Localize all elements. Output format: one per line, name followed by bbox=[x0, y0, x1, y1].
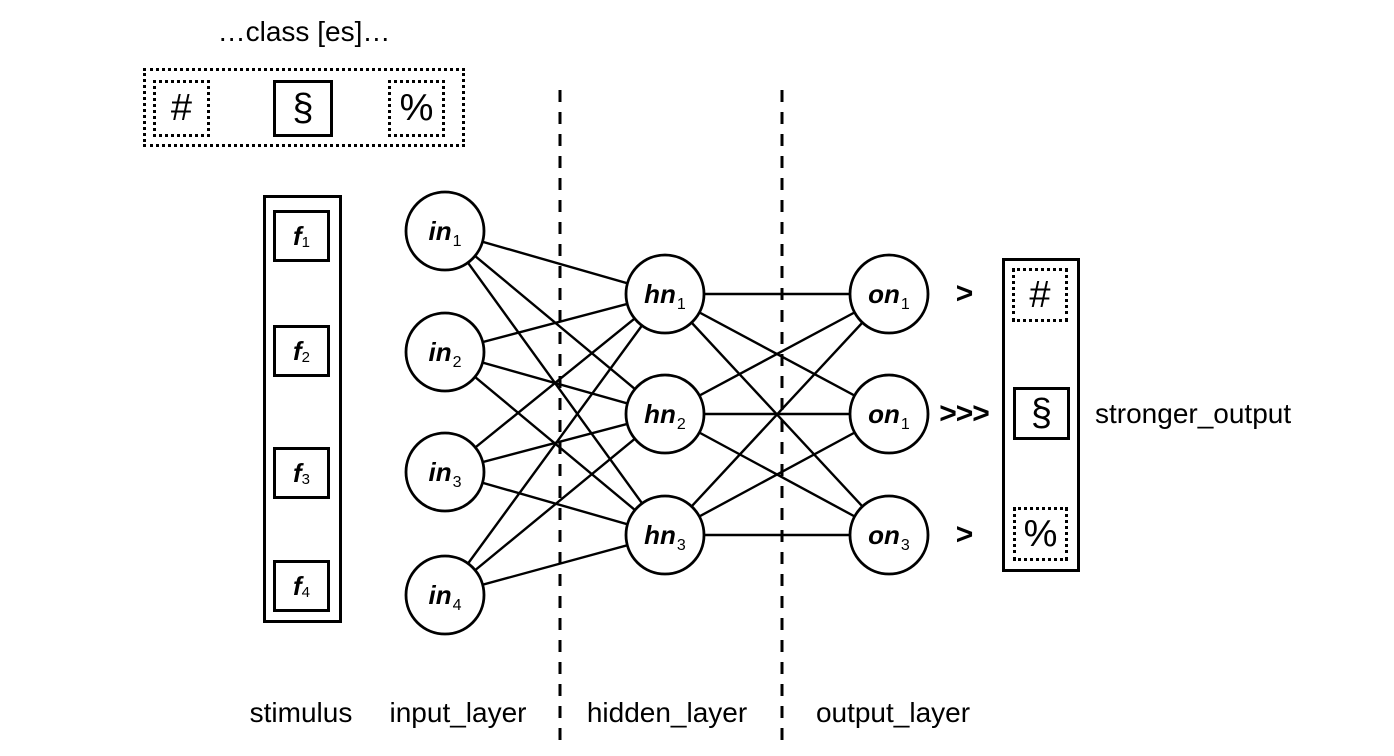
feature-label: f bbox=[292, 457, 302, 488]
network-edge bbox=[444, 413, 666, 596]
label-stimulus: stimulus bbox=[249, 697, 353, 728]
output-arrow-weak-1: > bbox=[955, 277, 974, 310]
network-edge bbox=[664, 412, 890, 537]
node-label-on3: on3 bbox=[868, 520, 910, 554]
label-input-layer: input_layer bbox=[389, 697, 527, 728]
node-hn3 bbox=[624, 494, 706, 576]
node-hn2 bbox=[624, 373, 706, 455]
label-hidden-layer: hidden_layer bbox=[586, 697, 748, 728]
classes-panel: # § % bbox=[143, 68, 465, 147]
network-edge bbox=[664, 292, 890, 416]
output-symbol-section: § bbox=[1013, 387, 1070, 440]
node-label-on1: on1 bbox=[868, 279, 910, 313]
node-label-hn1: hn1 bbox=[644, 279, 686, 313]
section-glyph: § bbox=[1030, 392, 1053, 434]
feature-subscript: 4 bbox=[301, 583, 310, 601]
class-symbol-percent: % bbox=[388, 80, 445, 137]
node-on3 bbox=[848, 494, 930, 576]
percent-glyph: % bbox=[1023, 512, 1058, 555]
feature-label: f bbox=[292, 570, 302, 601]
network-edge bbox=[444, 293, 666, 473]
node-label-hn2: hn2 bbox=[644, 399, 686, 433]
node-label-in4: in4 bbox=[428, 580, 461, 614]
output-arrow-weak-2: > bbox=[955, 518, 974, 551]
classes-title: …class [es]… bbox=[217, 16, 391, 47]
node-label-on1: on1 bbox=[868, 399, 910, 433]
network-edge bbox=[444, 293, 666, 596]
node-hn1 bbox=[624, 253, 706, 335]
output-symbol-percent: % bbox=[1013, 507, 1068, 561]
feature-label: f bbox=[292, 220, 302, 251]
node-label-hn3: hn3 bbox=[644, 520, 686, 554]
output-symbol-hash: # bbox=[1012, 268, 1068, 322]
node-label-in1: in1 bbox=[428, 216, 461, 250]
network-edge bbox=[664, 293, 890, 536]
output-arrow-strong: >>> bbox=[939, 397, 990, 430]
hash-glyph: # bbox=[170, 87, 193, 129]
node-in2 bbox=[404, 311, 486, 393]
output-panel: # § % bbox=[1002, 258, 1080, 572]
label-output-layer: output_layer bbox=[815, 697, 971, 728]
stronger-output-label: stronger_output bbox=[1095, 398, 1292, 429]
node-in3 bbox=[404, 431, 486, 513]
feature-subscript: 1 bbox=[301, 233, 310, 251]
node-label-in2: in2 bbox=[428, 337, 461, 371]
node-in4 bbox=[404, 554, 486, 636]
node-in1 bbox=[404, 190, 486, 272]
class-symbol-section: § bbox=[273, 80, 333, 137]
node-on1 bbox=[848, 253, 930, 335]
percent-glyph: % bbox=[399, 87, 434, 129]
hash-glyph: # bbox=[1029, 273, 1051, 316]
feature-label: f bbox=[292, 335, 302, 366]
class-symbol-hash: # bbox=[153, 80, 210, 137]
feature-subscript: 2 bbox=[301, 348, 310, 366]
feature-subscript: 3 bbox=[301, 470, 310, 488]
node-on1 bbox=[848, 373, 930, 455]
section-glyph: § bbox=[292, 87, 314, 129]
node-label-in3: in3 bbox=[428, 457, 461, 491]
